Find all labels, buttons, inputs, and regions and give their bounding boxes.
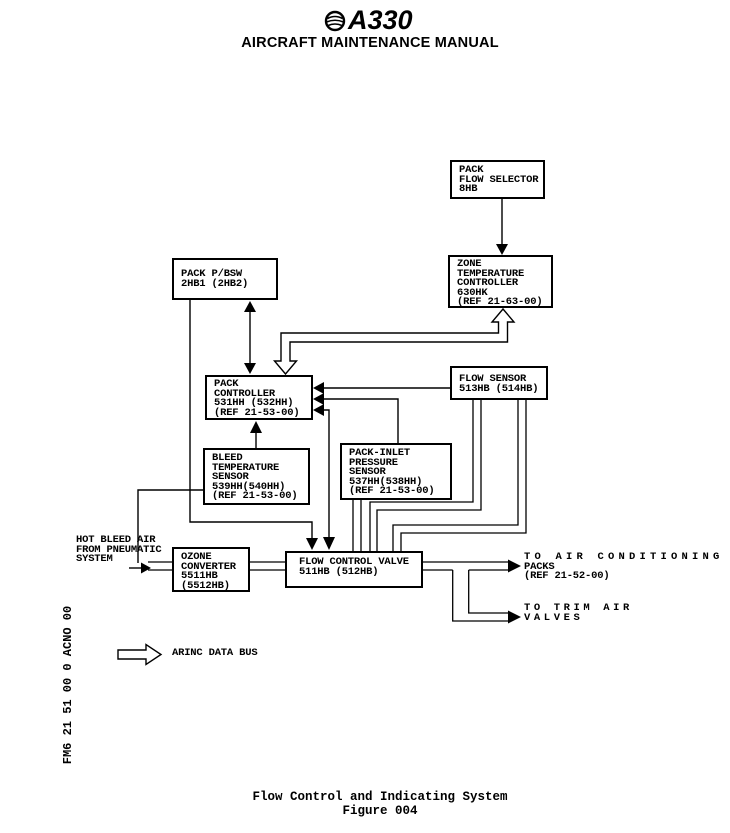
- airbus-swirl-icon: [324, 9, 346, 38]
- to-air-conditioning-line1: TO AIR CONDITIONING: [524, 551, 724, 563]
- box-pack-controller: PACK CONTROLLER 531HH (532HH) (REF 21-53…: [205, 375, 313, 420]
- figure-number: Figure 004: [342, 804, 418, 818]
- line-valve-pack-controller: [313, 404, 335, 550]
- box-flow-sensor: FLOW SENSOR 513HB (514HB): [450, 366, 548, 400]
- aircraft-model-title: A330: [348, 5, 413, 35]
- arinc-bus-zone-pack-controller: [272, 307, 516, 376]
- box-ozone-converter: OZONE CONVERTER 5511HB (5512HB): [172, 547, 250, 592]
- line-selector-to-zone-controller: [496, 199, 508, 255]
- line-bleed-sensor-to-controller: [250, 421, 262, 448]
- pipe-flow-sensor-inner: [369, 400, 482, 551]
- figure-title: Flow Control and Indicating System: [252, 790, 508, 804]
- box-pack-inlet-pressure-sensor: PACK-INLET PRESSURE SENSOR 537HH(538HH) …: [340, 443, 452, 500]
- pipe-flow-sensor-outer: [392, 400, 527, 551]
- box-flow-control-valve: FLOW CONTROL VALVE 511HB (512HB): [285, 551, 423, 588]
- arinc-data-bus-label: ARINC DATA BUS: [172, 647, 258, 659]
- box-pack-flow-selector: PACK FLOW SELECTOR 8HB: [450, 160, 545, 199]
- line-pbsw-pack-controller: [244, 301, 256, 374]
- box-pack-pbsw: PACK P/BSW 2HB1 (2HB2): [172, 258, 278, 300]
- arinc-legend-arrow-icon: [117, 643, 163, 666]
- to-packs-arrow-icon: [508, 559, 521, 573]
- line-pbsw-to-valve: [189, 300, 318, 550]
- to-trim-air-label: TO TRIM AIR VALVES: [524, 602, 633, 624]
- pipe-pressure-sensor: [352, 500, 362, 551]
- to-trim-arrow-icon: [508, 610, 521, 624]
- box-zone-temp-controller: ZONE TEMPERATURE CONTROLLER 630HK (REF 2…: [448, 255, 553, 308]
- line-bleed-sensor-pipe-tap: [137, 489, 203, 563]
- pipe-branch-trim-air: [452, 570, 521, 624]
- line-flow-sensor-to-controller: [313, 382, 450, 394]
- to-air-conditioning-rest: PACKS (REF 21-52-00): [524, 560, 610, 582]
- manual-title: AIRCRAFT MAINTENANCE MANUAL: [241, 35, 499, 51]
- side-reference-code: FM6 21 51 00 0 ACNO 00: [61, 605, 75, 765]
- hot-bleed-air-label: HOT BLEED AIR FROM PNEUMATIC SYSTEM: [76, 534, 162, 565]
- box-bleed-temp-sensor: BLEED TEMPERATURE SENSOR 539HH(540HH) (R…: [203, 448, 310, 505]
- hot-bleed-inlet-arrow-icon: [129, 562, 151, 574]
- line-pressure-sensor-to-controller: [313, 393, 399, 443]
